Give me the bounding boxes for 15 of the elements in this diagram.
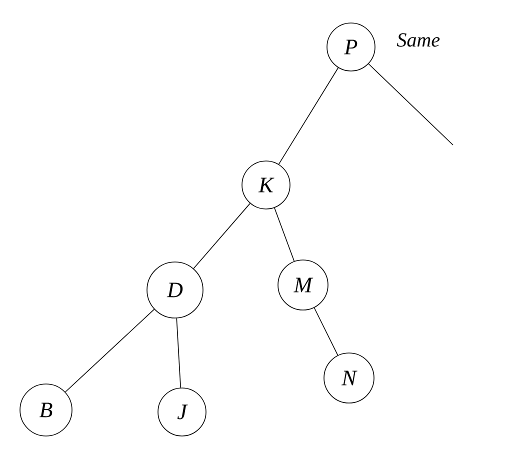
tree-edge (64, 308, 155, 392)
tree-edge (274, 207, 295, 262)
tree-node: D (146, 262, 204, 318)
tree-edge (368, 64, 454, 146)
tree-edge (193, 203, 250, 269)
tree-node: B (20, 384, 72, 436)
tree-node: M (278, 260, 328, 310)
tree-edge (278, 67, 339, 165)
tree-node: K (242, 160, 290, 210)
tree-node: J (158, 388, 206, 436)
tree-node: P (326, 22, 376, 72)
tree-edge (314, 307, 338, 356)
beside-text: Same (396, 33, 440, 47)
tree-node: N (324, 352, 374, 404)
tree-edge (176, 318, 181, 388)
